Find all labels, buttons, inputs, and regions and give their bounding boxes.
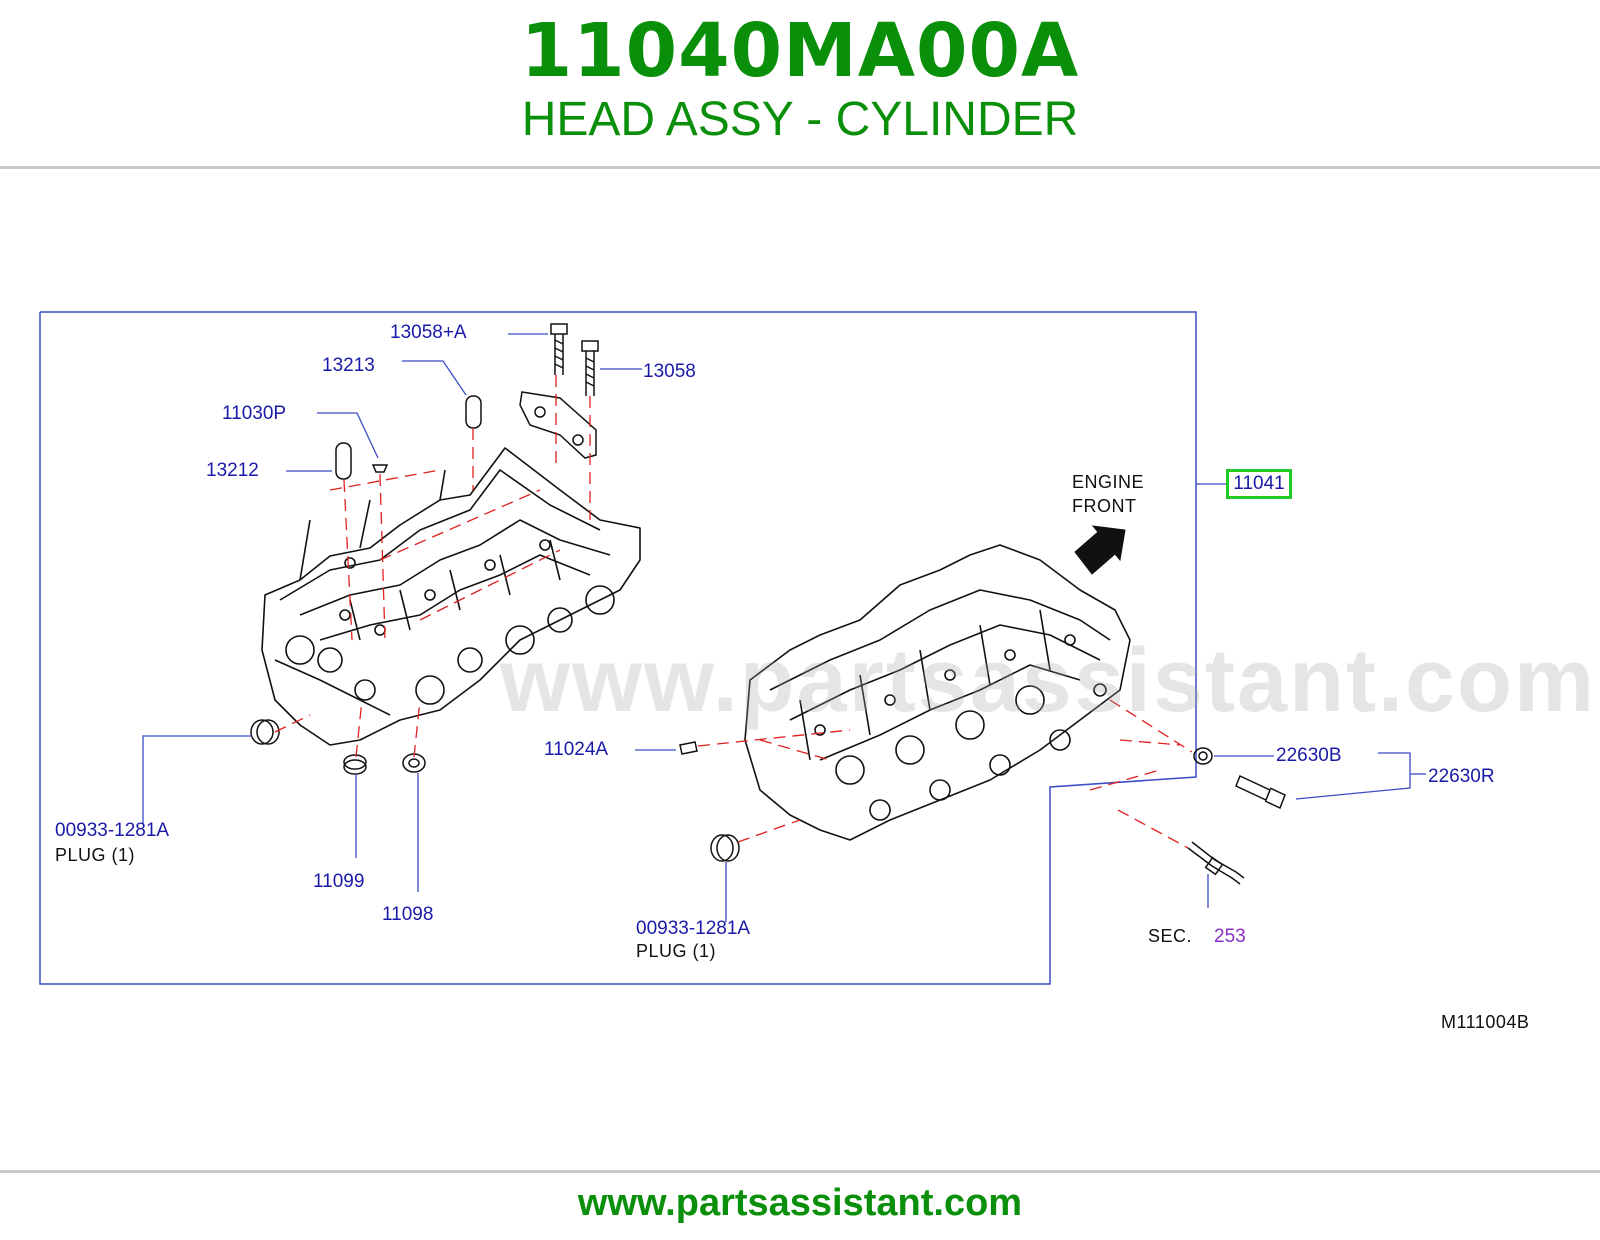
engine-front-label-line2: FRONT	[1072, 496, 1137, 516]
footer-divider	[0, 1170, 1600, 1173]
callout-22630b[interactable]: 22630B	[1276, 745, 1342, 766]
callout-22630r[interactable]: 22630R	[1428, 766, 1495, 787]
sec-253-link[interactable]: 253	[1214, 926, 1246, 947]
engine-front-arrow	[1074, 525, 1126, 575]
callout-11024a[interactable]: 11024A	[544, 739, 609, 760]
callout-11030p[interactable]: 11030P	[222, 403, 287, 424]
header-divider	[0, 166, 1600, 169]
engine-front-label-line1: ENGINE	[1072, 472, 1145, 492]
leader-lines	[142, 333, 1426, 922]
small-parts-drawing	[250, 323, 1286, 885]
left-cylinder-head-drawing	[261, 447, 641, 746]
callout-11099[interactable]: 11099	[313, 871, 365, 892]
plug-qty-left: PLUG (1)	[55, 845, 136, 865]
right-cylinder-head-drawing	[744, 544, 1131, 841]
callout-00933-1281a-left[interactable]: 00933-1281A	[55, 820, 170, 841]
page-header: 11040MA00A HEAD ASSY - CYLINDER	[0, 0, 1600, 168]
callout-00933-1281a-center[interactable]: 00933-1281A	[636, 918, 751, 939]
assembly-dash-lines	[274, 375, 1193, 849]
callout-13058a[interactable]: 13058+A	[390, 322, 467, 343]
diagram-frame	[39, 311, 1197, 985]
callout-11041-highlighted[interactable]: 11041	[1226, 469, 1292, 499]
diagram-code: M111004B	[1441, 1012, 1530, 1032]
part-number-title: 11040MA00A	[520, 8, 1080, 94]
callout-13213[interactable]: 13213	[322, 355, 375, 376]
callout-13058[interactable]: 13058	[643, 361, 696, 382]
callout-11098[interactable]: 11098	[382, 904, 434, 925]
footer-website-url[interactable]: www.partsassistant.com	[577, 1182, 1023, 1224]
part-name-subtitle: HEAD ASSY - CYLINDER	[521, 93, 1079, 146]
callout-13212[interactable]: 13212	[206, 460, 259, 481]
sec-label: SEC.	[1148, 926, 1193, 946]
plug-qty-center: PLUG (1)	[636, 941, 717, 961]
